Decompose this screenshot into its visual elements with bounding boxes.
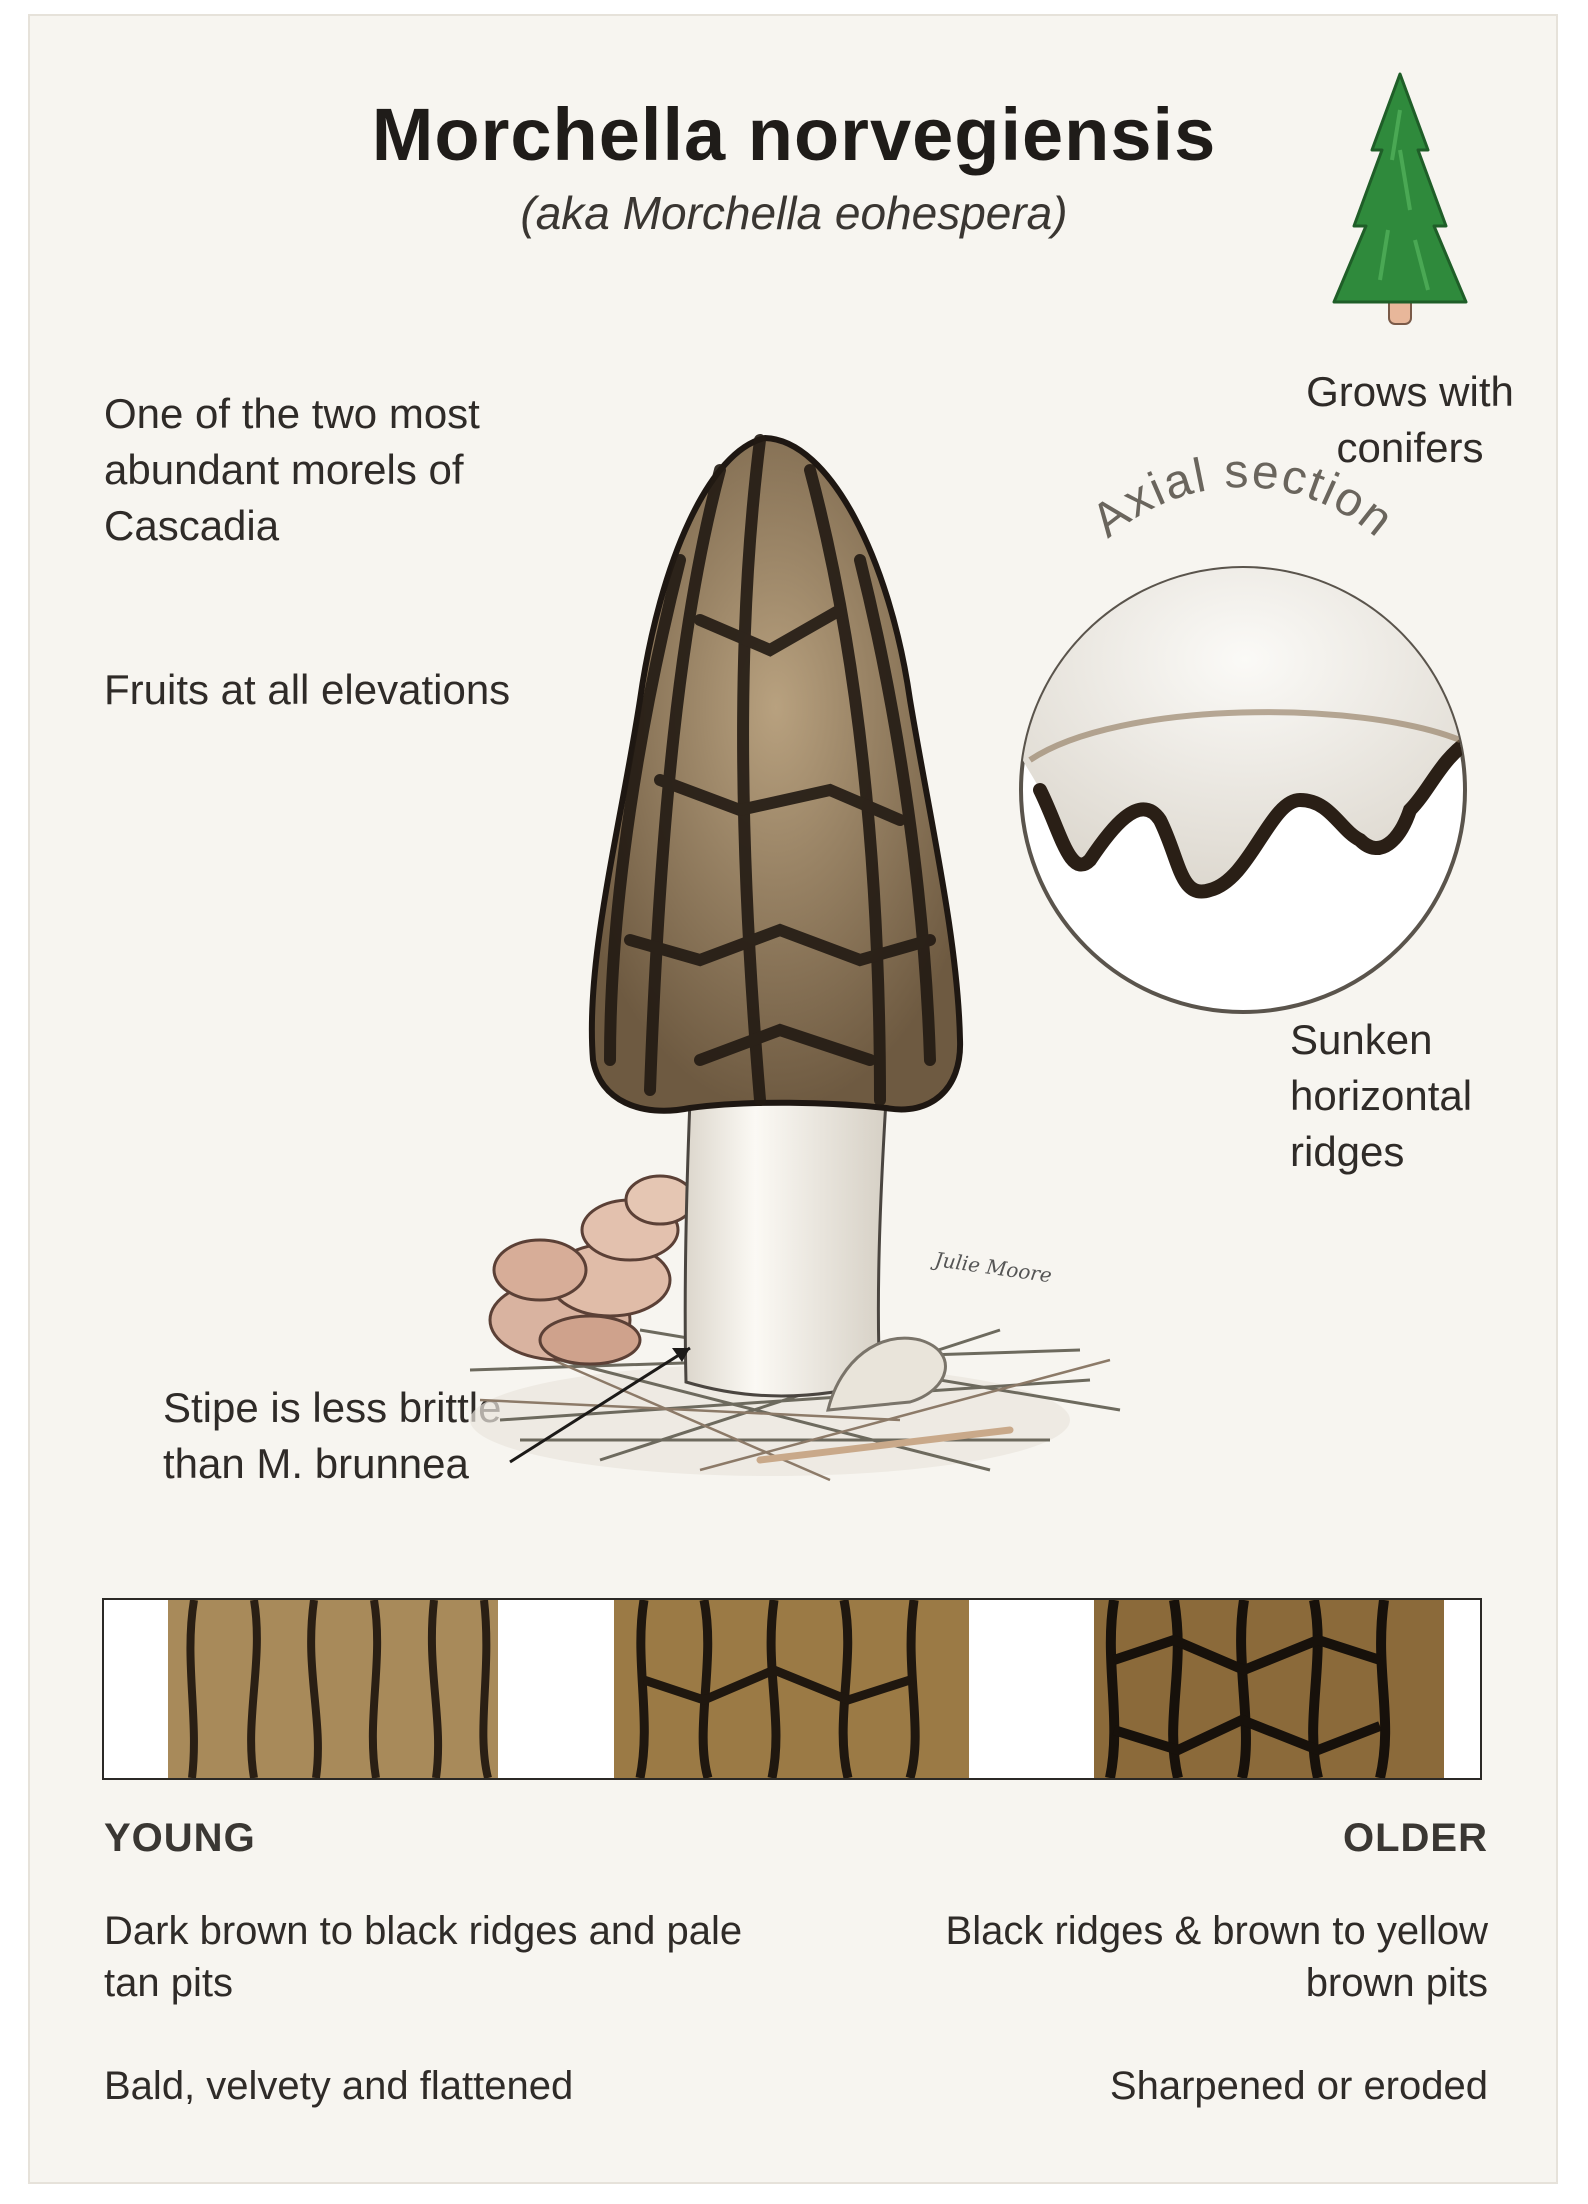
small-stone bbox=[826, 1336, 947, 1412]
young-texture-swatch bbox=[168, 1599, 498, 1779]
ridges-note: Sunken horizontal ridges bbox=[1290, 1016, 1473, 1175]
stipe-note: Stipe is less brittle than M. brunnea bbox=[163, 1384, 502, 1487]
young-ridge-description: Bald, velvety and flattened bbox=[104, 2064, 574, 2108]
axial-section-label: Axial section bbox=[1082, 445, 1402, 548]
mushroom-stipe bbox=[683, 1098, 888, 1398]
mushroom-cap bbox=[588, 434, 964, 1114]
young-label: YOUNG bbox=[104, 1816, 256, 1860]
older-texture-swatch bbox=[1094, 1599, 1444, 1780]
older-ridge-description: Sharpened or eroded bbox=[1109, 2064, 1488, 2108]
pine-cone bbox=[488, 1174, 696, 1366]
abundance-note: One of the two most abundant morels of C… bbox=[104, 390, 480, 549]
stipe-pointer-line bbox=[509, 1346, 691, 1464]
svg-text:Axial section: Axial section bbox=[1082, 445, 1404, 548]
stipe-pointer-arrowhead bbox=[672, 1348, 690, 1362]
species-title: Morchella norvegiensis bbox=[371, 93, 1217, 176]
conifer-tree-icon bbox=[1332, 72, 1468, 325]
age-comparison-strip bbox=[102, 1598, 1482, 1780]
habitat-note: Grows with conifers bbox=[1306, 368, 1514, 471]
older-label: OLDER bbox=[1343, 1816, 1488, 1860]
elevation-note: Fruits at all elevations bbox=[104, 666, 511, 713]
older-color-description: Black ridges & brown to yellow brown pit… bbox=[945, 1909, 1488, 2005]
young-color-description: Dark brown to black ridges and pale tan … bbox=[104, 1909, 743, 2005]
ridge-texture-swatches bbox=[168, 1599, 1444, 1780]
species-synonym: (aka Morchella eohespera) bbox=[520, 187, 1068, 239]
axial-section bbox=[1019, 566, 1467, 1014]
mid-texture-swatch bbox=[614, 1599, 969, 1780]
